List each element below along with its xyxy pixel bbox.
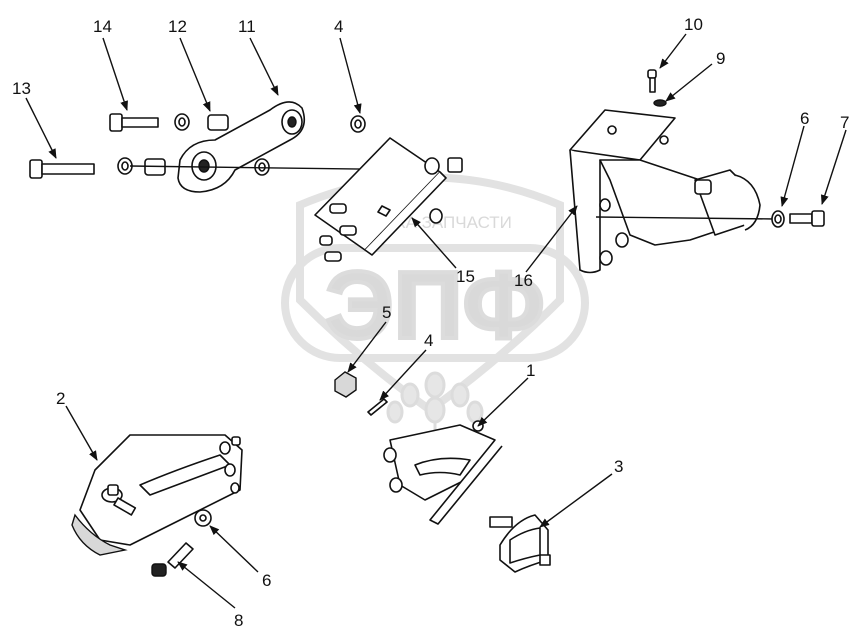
part-4-pin [367, 398, 388, 416]
part-10-bolt [647, 69, 657, 93]
callout-4-middle: 4 [424, 331, 433, 350]
callout-8: 8 [234, 611, 243, 630]
part-6-washer-lower [194, 509, 212, 527]
callout-labels: 14 12 11 4 13 15 16 10 9 6 7 5 4 1 2 3 6… [12, 15, 849, 630]
part-upper-washers [174, 113, 366, 133]
watermark-logo-text: ЭПФ [325, 252, 544, 359]
part-3-rubber-mount [489, 514, 551, 573]
part-13-bolt [29, 159, 95, 179]
watermark-logo: ЭПФ ТЕХНИКА ЗАПЧАСТИ [281, 173, 589, 440]
part-lower-washers [117, 157, 270, 176]
callout-5: 5 [382, 303, 391, 322]
part-2-engine-mount [71, 434, 243, 556]
callout-4-top: 4 [334, 17, 343, 36]
callout-15: 15 [456, 267, 475, 286]
part-11-link-arm [177, 101, 306, 193]
part-15-plate [314, 137, 463, 262]
callout-10: 10 [684, 15, 703, 34]
callout-6-bottom: 6 [262, 571, 271, 590]
callout-14: 14 [93, 17, 112, 36]
leader-lines [25, 33, 847, 609]
callout-1: 1 [526, 361, 535, 380]
callout-12: 12 [168, 17, 187, 36]
part-16-bracket [569, 109, 761, 274]
callout-13: 13 [12, 79, 31, 98]
part-14-bolt [109, 113, 159, 132]
part-7-bolt [789, 210, 825, 227]
callout-11: 11 [238, 17, 256, 36]
part-1-bracket [383, 420, 503, 525]
callout-6-right: 6 [800, 109, 809, 128]
callout-7: 7 [840, 113, 849, 132]
part-5-nut [334, 371, 357, 398]
callout-9: 9 [716, 49, 725, 68]
part-8-bolt [151, 542, 194, 577]
part-9-washer [653, 99, 667, 107]
callout-3: 3 [614, 457, 623, 476]
callout-16: 16 [514, 271, 533, 290]
part-6-washer-upper [771, 210, 785, 228]
callout-2: 2 [56, 389, 65, 408]
